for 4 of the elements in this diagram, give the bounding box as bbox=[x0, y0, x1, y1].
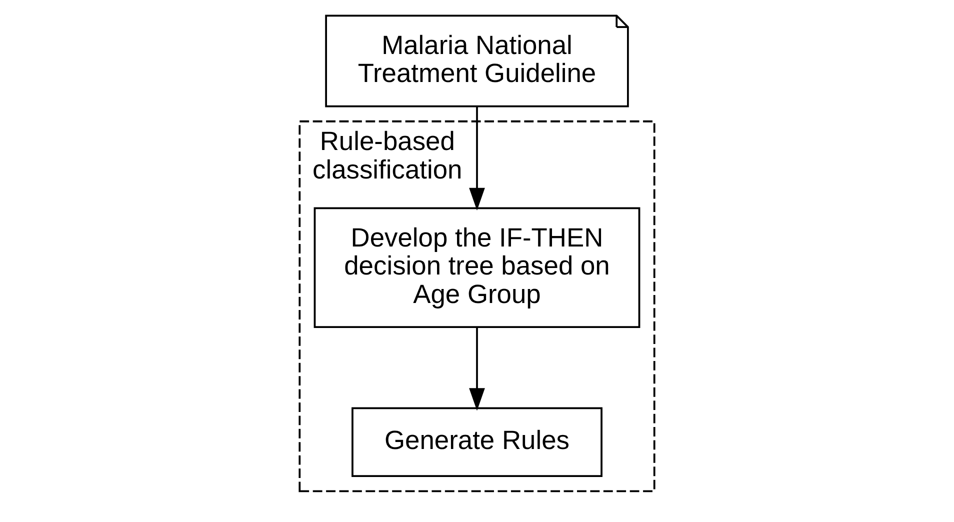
arrow bbox=[469, 106, 485, 210]
arrow bbox=[469, 327, 485, 411]
node-box: Develop the IF-THEN decision tree based on Age Group bbox=[314, 207, 640, 328]
node-box: Generate Rules bbox=[352, 407, 602, 478]
